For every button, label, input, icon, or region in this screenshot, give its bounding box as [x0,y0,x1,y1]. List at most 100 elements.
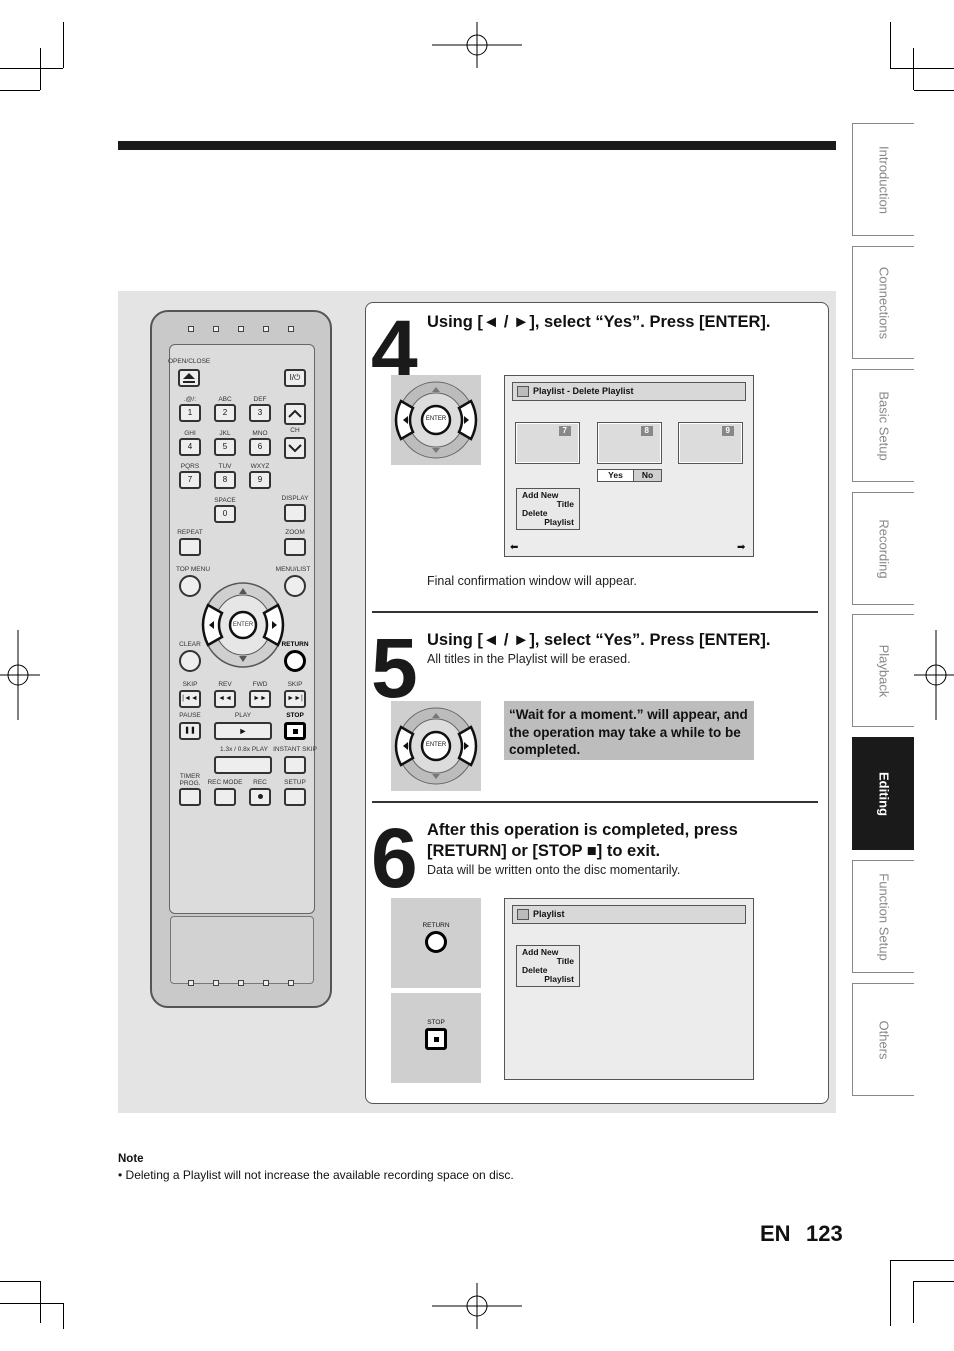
open-close-button[interactable] [178,369,200,387]
crop-mark [0,1281,40,1282]
return-label: RETURN [422,922,450,929]
rec-button[interactable] [249,788,271,806]
key-7-button[interactable]: 7 [179,471,201,489]
rev-button[interactable]: ◄◄ [214,690,236,708]
key-5-button[interactable]: 5 [214,438,236,456]
timer-prog-label: TIMER PROG. [179,773,201,787]
stop-button-image: STOP [391,993,481,1083]
menu-delete[interactable]: Delete [522,508,548,518]
display-label: DISPLAY [281,495,309,502]
header-rule [118,141,836,150]
step-6-heading-line2: [RETURN] or [STOP ■] to exit. [427,842,661,860]
right-arrow-icon: ➡ [737,542,746,553]
left-arrow-icon: ⬅ [510,542,519,553]
step-number-5: 5 [371,621,418,715]
pause-button[interactable]: ❚❚ [179,722,201,740]
crop-mark [890,22,891,68]
key-label: TUV [218,463,232,470]
note-heading: Note [118,1153,144,1165]
crop-mark [890,1260,954,1261]
skip-back-button[interactable]: |◄◄ [179,690,201,708]
step-4-caption: Final confirmation window will appear. [427,574,637,588]
tab-function-setup[interactable]: Function Setup [852,860,914,973]
page-number: 123 [806,1221,843,1246]
menu-playlist[interactable]: Playlist [544,974,574,984]
ch-up-button[interactable] [284,403,306,425]
title-thumbnail[interactable]: 8 [597,422,662,464]
menu-title[interactable]: Title [556,956,574,966]
ch-label: CH [290,427,300,434]
playlist-icon [517,909,529,920]
tab-editing[interactable]: Editing [852,737,914,850]
dpad[interactable] [200,581,286,669]
key-label: WXYZ [250,463,270,470]
tab-basic-setup[interactable]: Basic Setup [852,369,914,482]
tab-introduction[interactable]: Introduction [852,123,914,236]
timer-prog-button[interactable] [179,788,201,806]
stop-icon [425,1028,447,1050]
key-0-button[interactable]: 0 [214,505,236,523]
menu-title[interactable]: Title [556,499,574,509]
fwd-button[interactable]: ►► [249,690,271,708]
key-6-button[interactable]: 6 [249,438,271,456]
rec-mode-button[interactable] [214,788,236,806]
key-2-button[interactable]: 2 [214,404,236,422]
title-thumbnail[interactable]: 9 [678,422,743,464]
crop-mark [913,1281,914,1323]
clear-button[interactable] [179,650,201,672]
title-thumbnail[interactable]: 7 [515,422,580,464]
menu-list-button[interactable] [284,575,306,597]
key-8-button[interactable]: 8 [214,471,236,489]
crop-mark [914,90,954,91]
key-4-button[interactable]: 4 [179,438,201,456]
skip-forward-button[interactable]: ►►| [284,690,306,708]
pause-label: PAUSE [179,712,201,719]
yes-option[interactable]: Yes [597,469,634,482]
menu-add-new[interactable]: Add New [522,490,559,500]
key-1-button[interactable]: 1 [179,404,201,422]
dpad-icon [394,381,478,459]
power-button[interactable]: I/⏻ [284,369,306,387]
speed-play-button[interactable] [214,756,272,774]
step-divider [372,801,818,803]
setup-button[interactable] [284,788,306,806]
ch-down-button[interactable] [284,437,306,459]
wait-note: “Wait for a moment.” will appear, and th… [504,701,754,760]
menu-playlist[interactable]: Playlist [544,517,574,527]
screen-menu: Add New Title Delete Playlist [516,945,580,987]
menu-delete[interactable]: Delete [522,965,548,975]
stop-label: STOP [286,712,304,719]
tab-connections[interactable]: Connections [852,246,914,359]
tab-others[interactable]: Others [852,983,914,1096]
step-5-dpad-image: ENTER [391,701,481,791]
registration-mark [0,630,40,720]
no-option[interactable]: No [633,469,662,482]
speed-play-label: 1.3x / 0.8x PLAY [220,746,268,753]
repeat-button[interactable] [179,538,201,556]
key-label: MNO [252,430,268,437]
enter-label: ENTER [232,622,254,628]
key-label: GHI [184,430,196,437]
registration-mark [914,630,954,720]
registration-mark [432,1283,522,1329]
zoom-button[interactable] [284,538,306,556]
tab-playback[interactable]: Playback [852,614,914,727]
key-9-button[interactable]: 9 [249,471,271,489]
display-button[interactable] [284,504,306,522]
return-button[interactable] [284,650,306,672]
menu-add-new[interactable]: Add New [522,947,559,957]
instant-skip-button[interactable] [284,756,306,774]
play-button[interactable]: ► [214,722,272,740]
stop-button[interactable] [284,722,306,740]
step-5-sub: All titles in the Playlist will be erase… [427,652,631,666]
key-3-button[interactable]: 3 [249,404,271,422]
top-menu-button[interactable] [179,575,201,597]
tab-recording[interactable]: Recording [852,492,914,605]
note-text: • Deleting a Playlist will not increase … [118,1168,514,1182]
step-4-dpad-image: ENTER [391,375,481,465]
stop-label: STOP [427,1019,445,1026]
key-label: ABC [218,396,232,403]
screen-title-bar: Playlist - Delete Playlist [512,382,746,401]
key-label: .@/: [183,396,197,403]
rev-label: REV [218,681,232,688]
